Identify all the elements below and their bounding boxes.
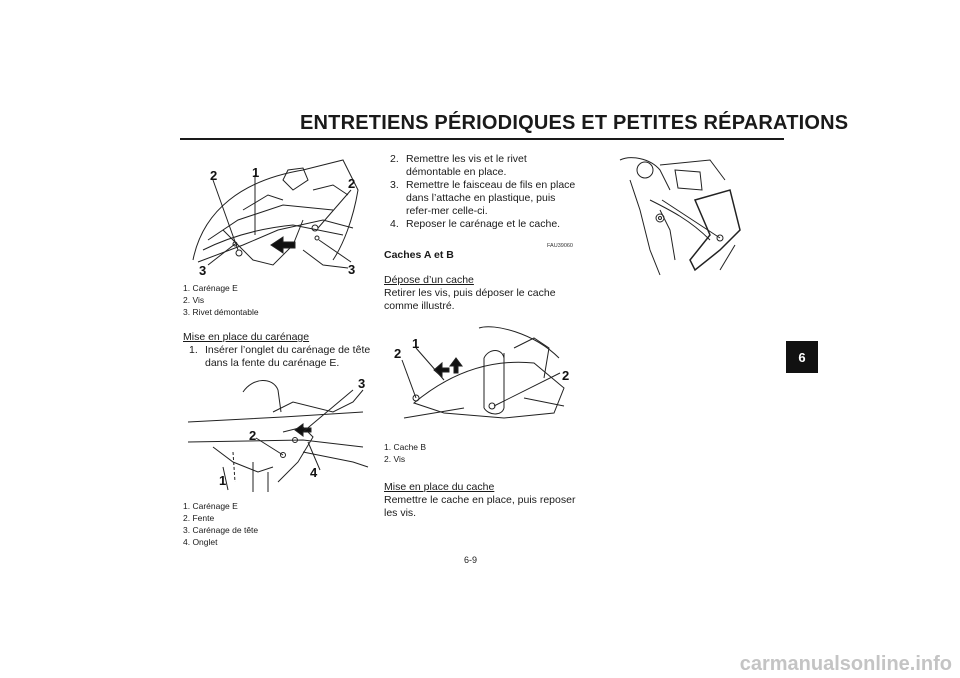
step-text: Remettre les vis et le rivet démontable … [406,153,527,178]
chapter-tab[interactable]: 6 [786,341,818,373]
caption-item: 2. Vis [384,454,406,464]
paragraph: Retirer les vis, puis déposer le cache c… [384,287,556,312]
step-text: Reposer le carénage et le cache. [406,218,561,230]
caption-item: 1. Cache B [384,442,427,452]
figure-cache-b: 2 1 2 [384,318,576,434]
section-heading: Dépose d’un cache [384,274,474,286]
section-title: Caches A et B [384,249,454,261]
callout-3: 3 [348,262,355,277]
step-number: 4. [390,218,399,230]
page-number: 6-9 [464,555,478,565]
caption-item: 1. Carénage E [183,283,238,293]
section-heading: Mise en place du cache [384,481,495,493]
callout-1: 1 [412,336,419,351]
callout-2: 2 [562,368,569,383]
step-number: 1. [189,344,198,356]
step-item: 1. Insérer l’onglet du carénage de tête … [189,344,375,370]
figure-carenage-e: 2 1 2 3 3 [183,150,373,280]
step-item: 2. Remettre les vis et le rivet démontab… [390,153,580,179]
callout-3: 3 [199,263,206,278]
step-text: Insérer l’onglet du carénage de tête dan… [205,344,371,369]
caption-item: 4. Onglet [183,537,218,547]
caption-item: 2. Fente [183,513,215,523]
watermark: carmanualsonline.info [739,653,952,675]
caption-item: 3. Rivet démontable [183,307,259,317]
figure-cache-a [600,150,750,280]
page-title: ENTRETIENS PÉRIODIQUES ET PETITES RÉPARA… [300,112,849,134]
caption-item: 2. Vis [183,295,205,305]
callout-2: 2 [348,176,355,191]
header-rule [180,138,784,140]
paragraph: Remettre le cache en place, puis reposer… [384,494,576,519]
callout-1: 1 [252,165,259,180]
callout-1: 1 [219,473,226,488]
callout-2: 2 [394,346,401,361]
figure-caption: 1. Carénage E 2. Fente 3. Carénage de tê… [183,500,258,548]
figure-caption: 1. Carénage E 2. Vis 3. Rivet démontable [183,282,259,318]
callout-2: 2 [249,428,256,443]
callout-3: 3 [358,376,365,391]
figure-caption: 1. Cache B 2. Vis [384,441,426,465]
callout-4: 4 [310,465,318,480]
step-text: Remettre le faisceau de fils en place da… [406,179,576,217]
step-number: 2. [390,153,399,165]
step-item: 3. Remettre le faisceau de fils en place… [390,179,580,218]
caption-item: 3. Carénage de tête [183,525,259,535]
step-item: 4. Reposer le carénage et le cache. [390,218,580,231]
reference-code: FAU39060 [547,243,573,249]
section-heading: Mise en place du carénage [183,331,310,343]
caption-item: 1. Carénage E [183,501,238,511]
callout-2: 2 [210,168,217,183]
step-number: 3. [390,179,399,191]
figure-fente: 1 2 3 4 [183,372,373,494]
